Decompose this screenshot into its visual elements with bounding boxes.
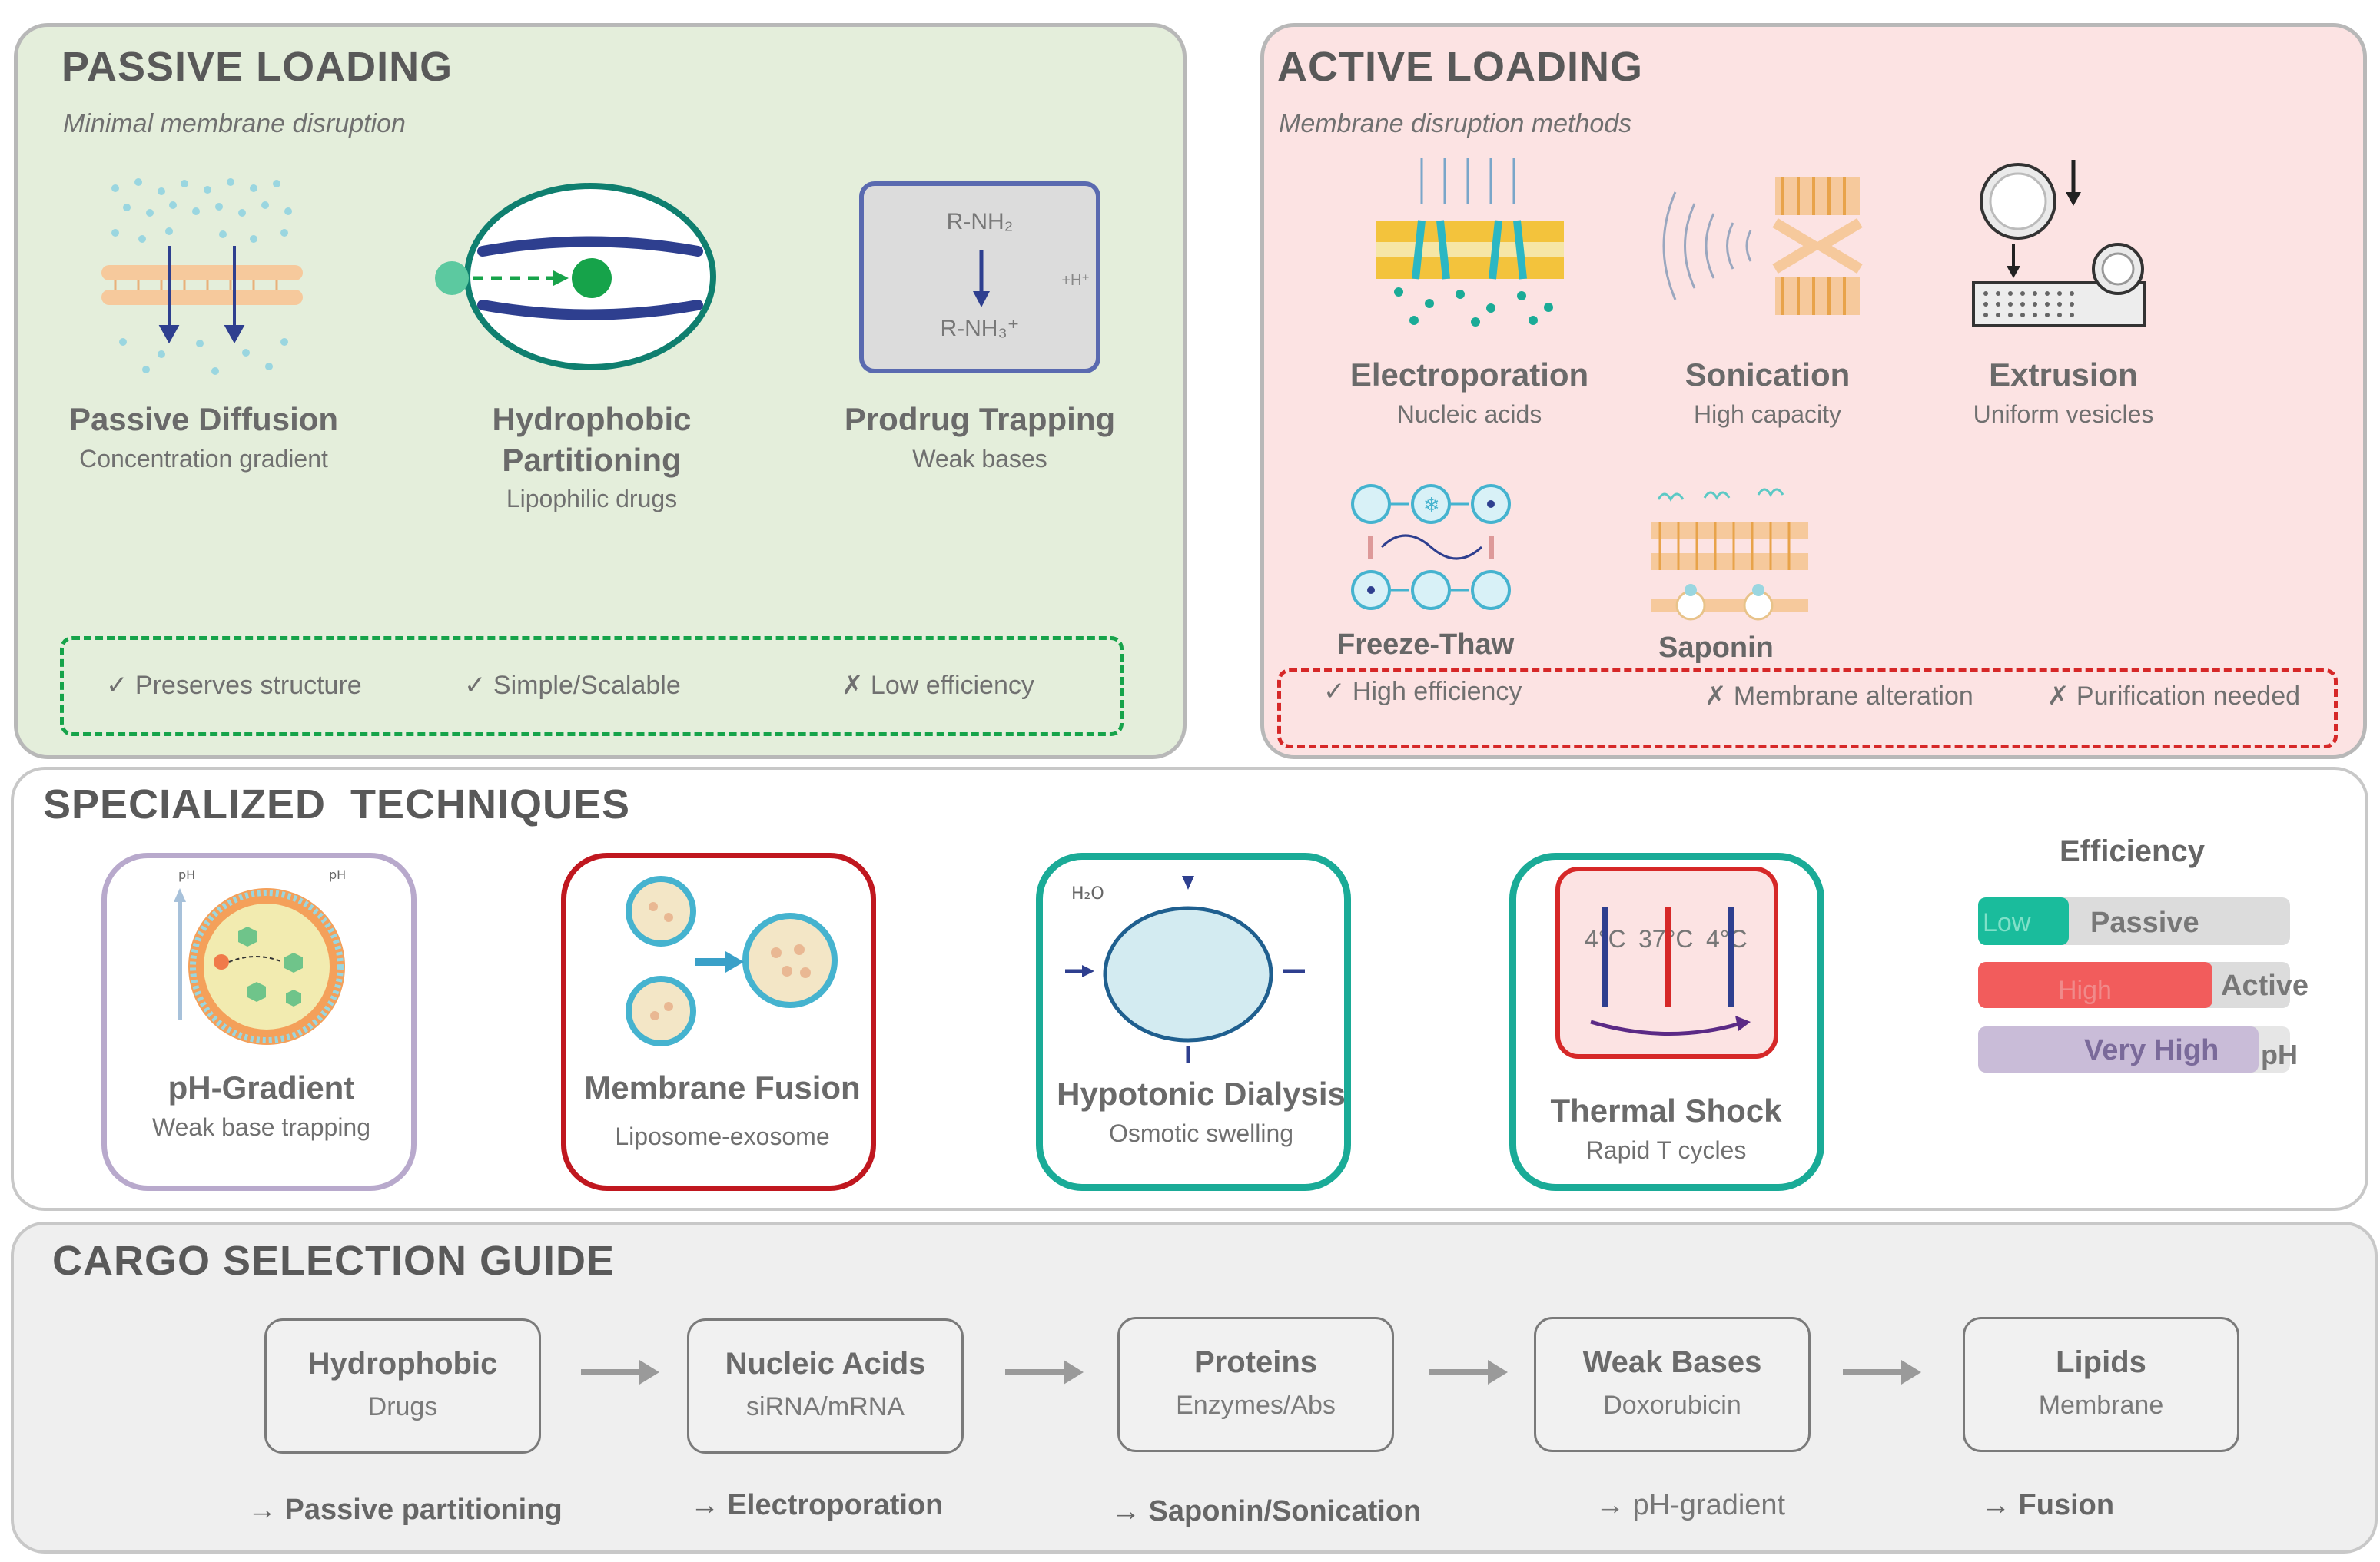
thermal-shock-cycle-icon	[1590, 907, 1751, 1036]
cargo-method-nucleic-acids: → Electroporation	[690, 1489, 944, 1521]
active-con-purification: ✗ Purification needed	[2047, 682, 2301, 711]
cargo-arrow-3	[1429, 1360, 1508, 1385]
efficiency-fill-passive	[1978, 897, 2069, 945]
freeze-thaw-label: Freeze-Thaw	[1337, 628, 1515, 661]
hypotonic-dialysis-icon: H₂O	[1065, 876, 1305, 1063]
active-loading-subtitle: Membrane disruption methods	[1279, 109, 1632, 138]
saponin-icon	[1651, 488, 1808, 621]
sonication-icon	[1662, 177, 1863, 315]
passive-diffusion-label: Passive Diffusion Concentration gradient	[68, 401, 339, 473]
passive-diffusion-icon	[101, 178, 303, 375]
active-loading-title: ACTIVE LOADING	[1277, 44, 1644, 90]
efficiency-level-low: Low	[1983, 908, 2031, 937]
active-con-membrane: ✗ Membrane alteration	[1705, 682, 1973, 711]
active-loading-panel	[1260, 23, 2367, 759]
sonication-label: Sonication High capacity	[1685, 357, 1851, 428]
cargo-method-lipids: → Fusion	[1981, 1489, 2115, 1521]
svg-text:pH: pH	[178, 867, 195, 882]
specialized-techniques-title: SPECIALIZED TECHNIQUES	[43, 781, 631, 827]
thermal-shock-temp-3: 4°C	[1706, 925, 1748, 953]
membrane-fusion-label: Membrane Fusion Liposome-exosome	[584, 1070, 861, 1150]
ph-gradient-label: pH-Gradient Weak base trapping	[151, 1070, 371, 1141]
passive-loading-title: PASSIVE LOADING	[61, 44, 453, 90]
efficiency-name-passive: Passive	[2090, 907, 2199, 939]
prodrug-top-formula: R-NH₂	[946, 209, 1014, 234]
passive-con-efficiency: ✗ Low efficiency	[841, 671, 1034, 700]
active-pro-efficiency: ✓ High efficiency	[1323, 677, 1522, 706]
passive-pro-simple: ✓ Simple/Scalable	[464, 671, 681, 700]
prodrug-trapping-box: R-NH₂ R-NH₃⁺ +H⁺	[859, 181, 1100, 373]
svg-text:pH: pH	[329, 867, 346, 882]
electroporation-label: Electroporation Nucleic acids	[1349, 357, 1589, 428]
electroporation-icon	[1376, 158, 1564, 327]
efficiency-level-very-high: Very High	[2084, 1034, 2219, 1066]
extrusion-icon	[1972, 160, 2146, 327]
efficiency-name-ph: pH	[2261, 1039, 2298, 1070]
cargo-selection-title: CARGO SELECTION GUIDE	[52, 1238, 616, 1284]
active-pros-box	[1277, 668, 2338, 748]
ph-gradient-liposome-icon: pH pH	[174, 867, 346, 1045]
cargo-method-hydrophobic: → Passive partitioning	[247, 1494, 563, 1526]
svg-text:❄: ❄	[1423, 494, 1440, 517]
prodrug-proton-label: +H⁺	[1061, 272, 1090, 289]
cargo-method-proteins: → Saponin/Sonication	[1111, 1495, 1422, 1527]
membrane-fusion-card	[561, 853, 876, 1191]
efficiency-bar-ph: Very High pH	[1978, 1026, 2298, 1073]
efficiency-bar-passive: Low Passive	[1978, 897, 2290, 945]
efficiency-name-active: Active	[2221, 970, 2309, 1002]
efficiency-level-high: High	[2058, 976, 2112, 1005]
passive-pros-box	[60, 636, 1124, 736]
cargo-arrow-4	[1843, 1360, 1921, 1385]
freeze-thaw-icon: ❄	[1351, 484, 1511, 610]
saponin-label: Saponin	[1658, 632, 1774, 664]
hydrophobic-partitioning-icon	[435, 183, 716, 370]
prodrug-bottom-formula: R-NH₃⁺	[940, 316, 1020, 341]
extrusion-label: Extrusion Uniform vesicles	[1973, 357, 2154, 428]
prodrug-arrow-icon	[973, 250, 990, 307]
cargo-arrow-1	[581, 1360, 659, 1385]
hypotonic-dialysis-label: Hypotonic Dialysis Osmotic swelling	[1057, 1076, 1346, 1147]
efficiency-title: Efficiency	[2060, 834, 2205, 868]
hydrophobic-partitioning-label: Hydrophobic Partitioning Lipophilic drug…	[492, 401, 692, 512]
efficiency-bar-active: High Active	[1978, 962, 2309, 1008]
efficiency-fill-ph	[1978, 1026, 2259, 1073]
passive-loading-subtitle: Minimal membrane disruption	[63, 109, 406, 138]
efficiency-fill-active	[1978, 962, 2212, 1008]
cargo-method-weak-bases: → pH-gradient	[1595, 1489, 1786, 1521]
cargo-arrow-2	[1005, 1360, 1084, 1385]
thermal-shock-label: Thermal Shock Rapid T cycles	[1550, 1093, 1782, 1164]
membrane-fusion-icon	[626, 876, 838, 1046]
svg-text:H₂O: H₂O	[1071, 884, 1104, 904]
prodrug-trapping-label: Prodrug Trapping Weak bases	[844, 401, 1116, 473]
passive-pro-structure: ✓ Preserves structure	[106, 671, 362, 700]
